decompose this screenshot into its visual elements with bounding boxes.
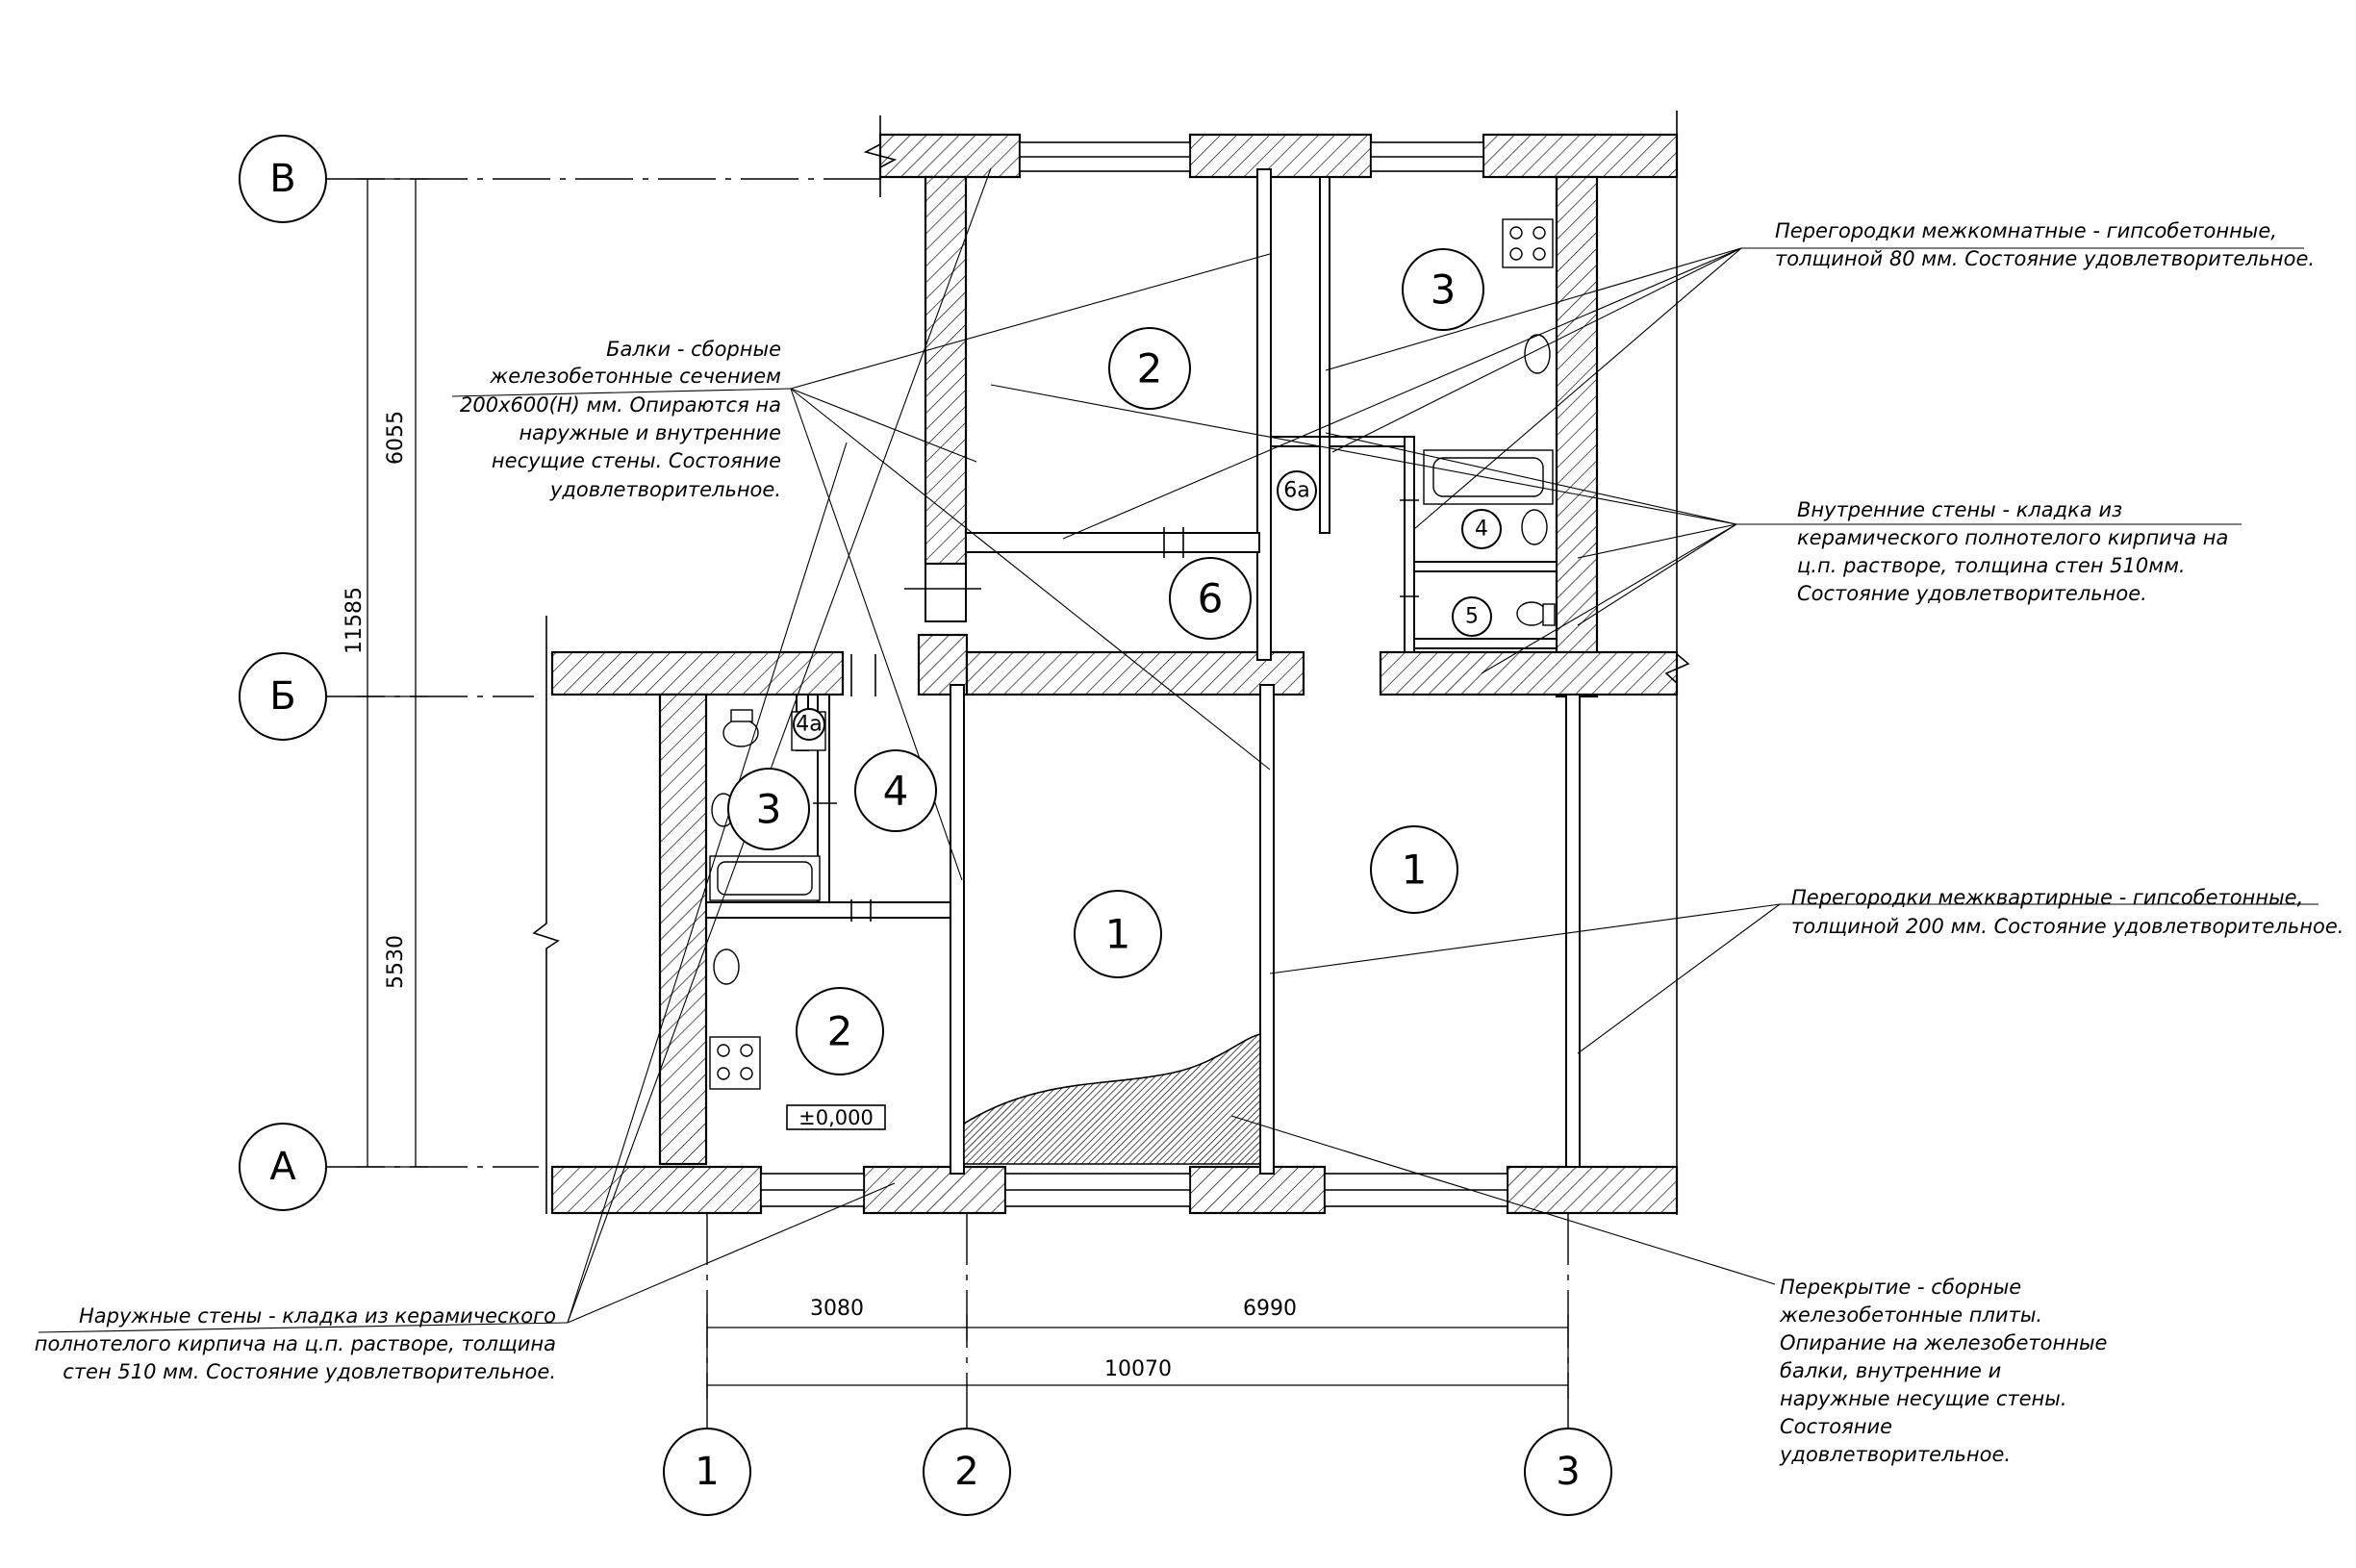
room-marker-lower-4a (793, 708, 825, 741)
level-mark: ±0,000 (798, 1106, 874, 1129)
note-line: толщиной 200 мм. Состояние удовлетворите… (1791, 915, 2343, 938)
axis-label-2: 2 (954, 1450, 978, 1494)
level-mark-box (786, 1104, 886, 1130)
note-line: толщиной 80 мм. Состояние удовлетворител… (1775, 247, 2315, 270)
note-inner-walls: Внутренние стены - кладка из керамическо… (1797, 498, 2228, 605)
axis-label-1: 1 (695, 1450, 719, 1494)
axis-bubble-v (239, 135, 327, 223)
axis-label-b: Б (269, 674, 295, 719)
room-marker-upper-3 (1402, 248, 1484, 331)
break-lines (532, 111, 1690, 1215)
note-line: Внутренние стены - кладка из (1797, 498, 2122, 521)
note-line: 200х600(Н) мм. Опираются на (460, 393, 781, 417)
note-outer-walls: Наружные стены - кладка из керамического… (35, 1304, 556, 1383)
room-number: 2 (827, 1008, 853, 1055)
dim-vertical-total: 11585 (342, 587, 367, 654)
room-marker-lower-1-right (1370, 825, 1458, 914)
room-number: 3 (1431, 266, 1457, 314)
room-marker-upper-2 (1108, 327, 1191, 410)
leader-lines (567, 167, 1781, 1324)
room-number: 2 (1137, 345, 1163, 392)
room-number: 3 (756, 786, 782, 833)
dimension-lines (356, 178, 1569, 1399)
note-line: Балки - сборные (606, 338, 781, 361)
axis-bubble-a (239, 1123, 327, 1211)
note-line: наружные несущие стены. (1780, 1387, 2067, 1410)
room-number: 4 (1475, 518, 1488, 542)
note-underlines (38, 247, 2318, 1333)
note-slabs: Перекрытие - сборные железобетонные плит… (1779, 1276, 2107, 1466)
note-line: керамического полнотелого кирпича на (1797, 526, 2228, 549)
room-markers: 3 2 6а 4 5 6 4а 3 4 1 1 2 (727, 248, 1502, 1075)
room-number: 1 (1402, 847, 1428, 894)
room-marker-lower-4 (854, 749, 937, 832)
note-line: ц.п. растворе, толщина стен 510мм. (1797, 554, 2186, 577)
dim-horizontal-left: 3080 (810, 1297, 864, 1321)
axis-label-a: А (269, 1145, 296, 1189)
bearing-walls (550, 133, 1679, 1215)
door-ticks (813, 499, 1419, 922)
note-line: Перекрытие - сборные (1780, 1276, 2021, 1299)
note-line: стен 510 мм. Состояние удовлетворительно… (63, 1360, 556, 1383)
room-number: 4 (883, 768, 909, 815)
room-marker-lower-3 (727, 768, 810, 850)
note-line: несущие стены. Состояние (492, 449, 781, 472)
axis-label-3: 3 (1556, 1450, 1580, 1494)
partitions (705, 168, 1581, 1175)
room-marker-upper-5 (1452, 596, 1492, 637)
note-line: Перегородки межквартирные - гипсобетонны… (1791, 886, 2303, 909)
note-partitions-apartment: Перегородки межквартирные - гипсобетонны… (1791, 886, 2343, 938)
note-line: балки, внутренние и (1780, 1359, 2001, 1382)
note-line: Наружные стены - кладка из керамического (79, 1304, 556, 1328)
room-marker-upper-6 (1169, 557, 1252, 640)
room-marker-upper-4 (1461, 509, 1502, 549)
axis-label-v: В (269, 157, 295, 201)
room-marker-lower-1-left (1074, 890, 1162, 978)
room-number: 4а (796, 713, 822, 737)
note-line: удовлетворительное. (1779, 1443, 2011, 1466)
axis-bubble-1 (663, 1428, 751, 1516)
note-line: Состояние удовлетворительное. (1797, 582, 2147, 605)
note-line: полнотелого кирпича на ц.п. растворе, то… (35, 1332, 556, 1355)
windows (760, 141, 1508, 1207)
dim-vertical-lower: 5530 (384, 935, 408, 989)
axis-bubbles: В Б А 1 2 3 (239, 135, 1612, 1516)
slab-section-hatch (963, 1032, 1261, 1165)
room-number: 6 (1198, 575, 1224, 622)
dim-horizontal-total: 10070 (1104, 1357, 1172, 1381)
note-line: Перегородки межкомнатные - гипсобетонные… (1775, 219, 2277, 242)
axis-bubble-b (239, 652, 327, 741)
axis-bubble-2 (923, 1428, 1011, 1516)
room-number: 6а (1283, 479, 1309, 503)
note-line: Состояние (1780, 1415, 1892, 1438)
dim-horizontal-right: 6990 (1243, 1297, 1297, 1321)
dim-vertical-upper: 6055 (384, 411, 408, 465)
note-line: железобетонные плиты. (1779, 1303, 2042, 1327)
room-marker-upper-6a (1277, 470, 1317, 511)
axis-bubble-3 (1524, 1428, 1612, 1516)
note-partitions-room: Перегородки межкомнатные - гипсобетонные… (1775, 219, 2315, 270)
note-line: Опирание на железобетонные (1780, 1331, 2107, 1354)
room-marker-lower-2 (796, 987, 884, 1075)
note-line: железобетонные сечением (489, 365, 781, 388)
room-number: 1 (1105, 911, 1131, 958)
room-number: 5 (1465, 605, 1479, 629)
note-line: наружные и внутренние (519, 421, 781, 444)
sanitary-fixtures (709, 218, 1556, 1090)
note-line: удовлетворительное. (549, 478, 781, 501)
note-beams: Балки - сборные железобетонные сечением … (460, 338, 781, 501)
